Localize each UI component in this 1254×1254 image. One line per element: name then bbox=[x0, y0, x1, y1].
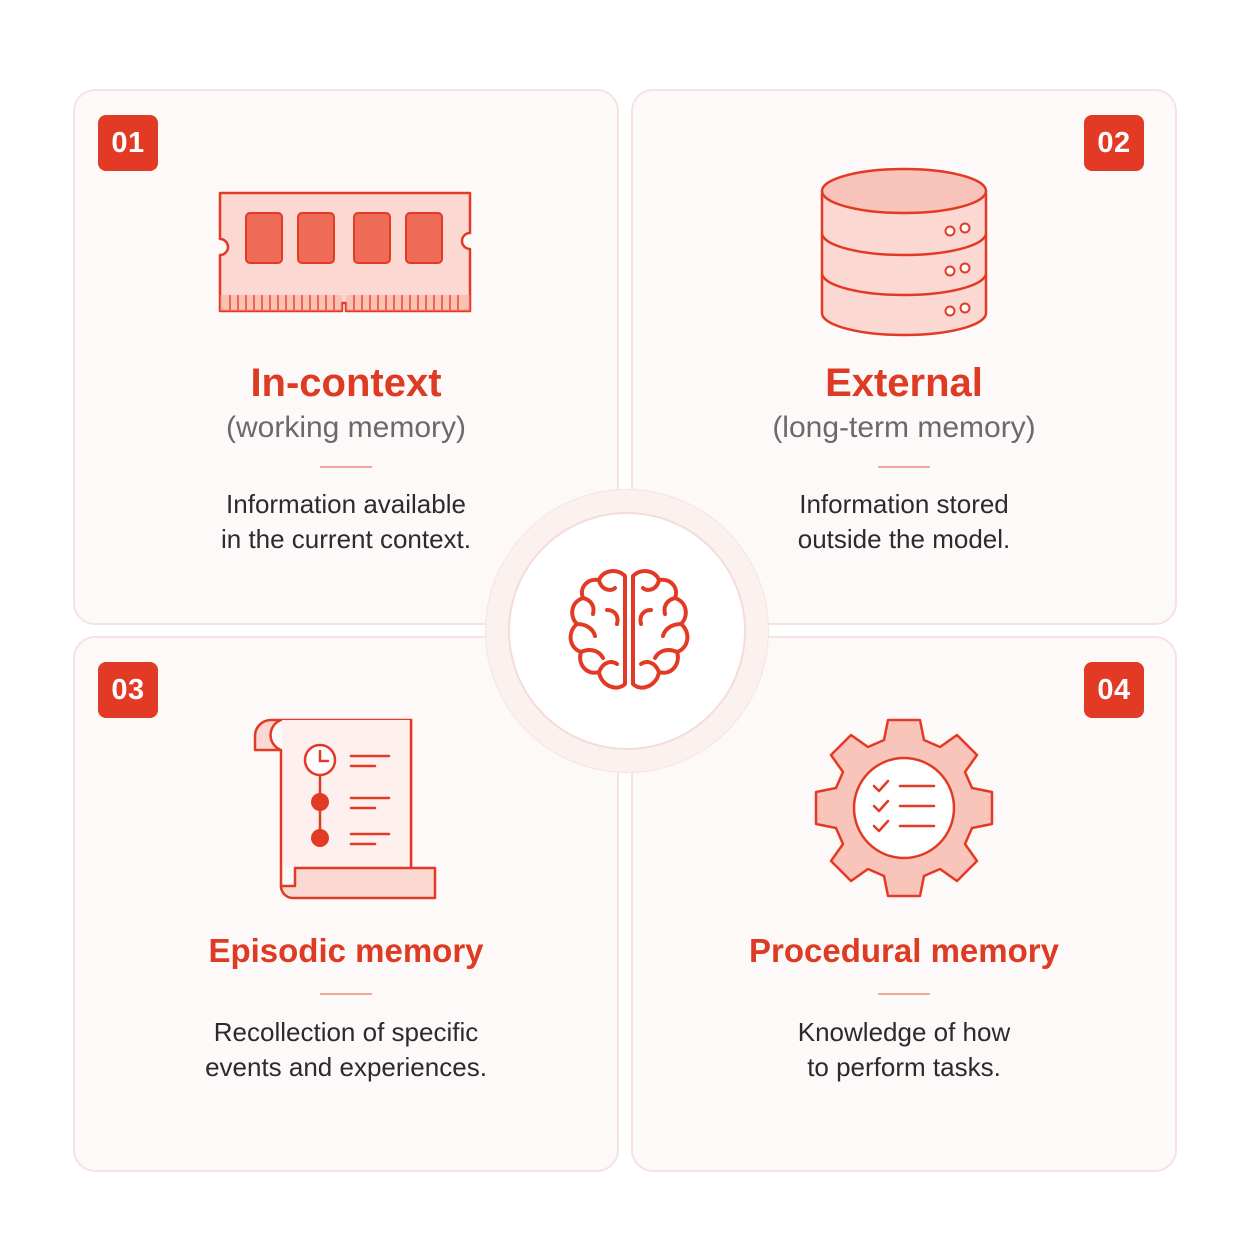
brain-icon bbox=[568, 569, 690, 690]
card-description: Recollection of specific events and expe… bbox=[75, 1015, 617, 1085]
divider bbox=[878, 993, 930, 995]
description-line: to perform tasks. bbox=[807, 1052, 1001, 1082]
card-number-badge: 04 bbox=[1084, 662, 1144, 718]
description-line: events and experiences. bbox=[205, 1052, 487, 1082]
card-number-badge: 01 bbox=[98, 115, 158, 171]
card-subtitle: (long-term memory) bbox=[772, 411, 1036, 444]
description-line: Information stored bbox=[799, 489, 1009, 519]
divider bbox=[878, 466, 930, 468]
divider bbox=[320, 466, 372, 468]
card-title: External bbox=[825, 361, 983, 405]
card-title: Episodic memory bbox=[208, 932, 484, 969]
card-description: Information available in the current con… bbox=[75, 487, 617, 557]
memory-chip-icon bbox=[216, 189, 476, 322]
card-in-context: 01 bbox=[73, 89, 619, 625]
center-hub bbox=[508, 512, 746, 750]
card-title: In-context bbox=[250, 361, 442, 405]
card-number-badge: 02 bbox=[1084, 115, 1144, 171]
card-description: Information stored outside the model. bbox=[633, 487, 1175, 557]
database-icon bbox=[819, 165, 989, 344]
card-subtitle: (working memory) bbox=[225, 411, 467, 444]
timeline-scroll-icon bbox=[251, 716, 441, 907]
description-line: Information available bbox=[226, 489, 466, 519]
gear-checklist-icon bbox=[812, 716, 996, 905]
card-description: Knowledge of how to perform tasks. bbox=[633, 1015, 1175, 1085]
divider bbox=[320, 993, 372, 995]
description-line: outside the model. bbox=[797, 524, 1011, 554]
card-number-badge: 03 bbox=[98, 662, 158, 718]
card-title: Procedural memory bbox=[749, 932, 1059, 969]
description-line: in the current context. bbox=[220, 524, 472, 554]
description-line: Recollection of specific bbox=[213, 1017, 479, 1047]
description-line: Knowledge of how bbox=[797, 1017, 1011, 1047]
